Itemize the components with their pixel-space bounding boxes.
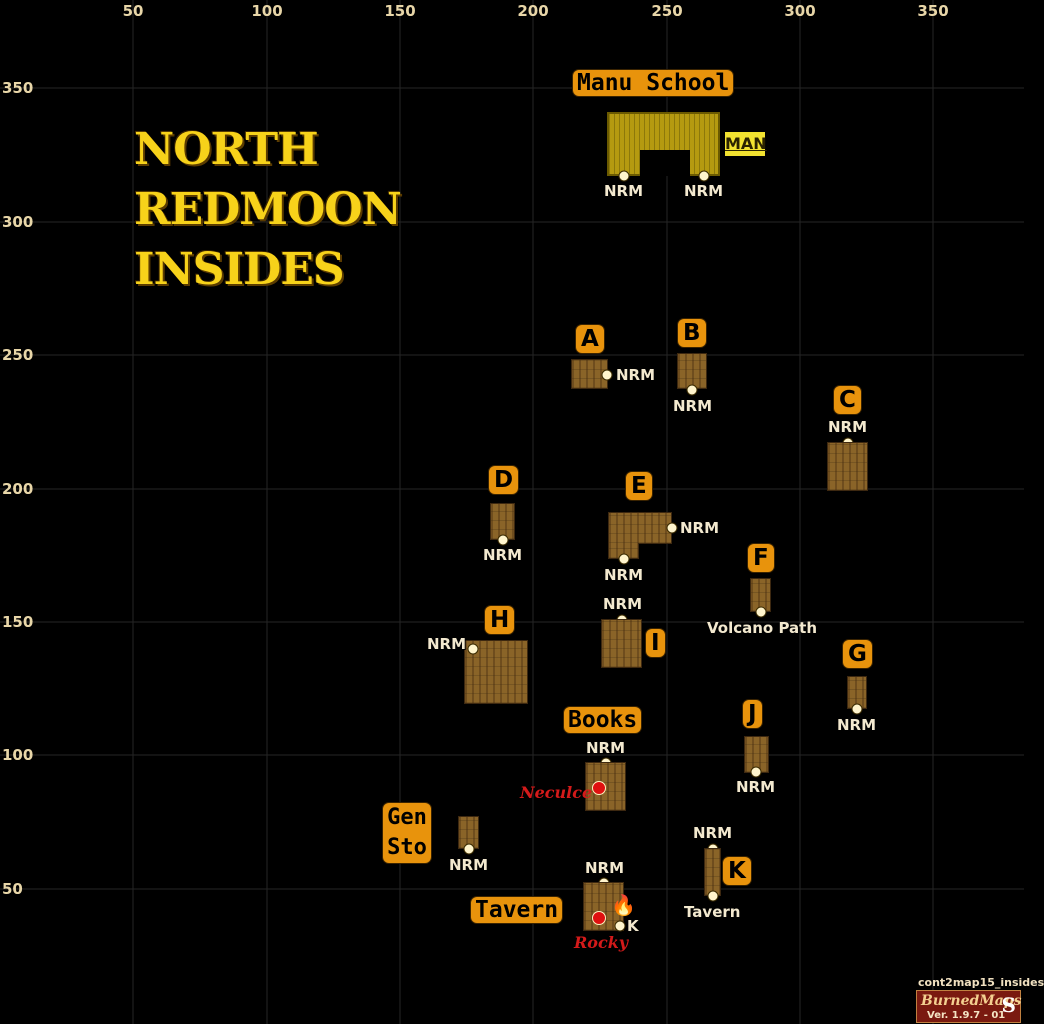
building-a-badge[interactable]: A [576, 325, 604, 354]
y-tick-label: 250 [2, 346, 34, 364]
x-tick-label: 50 [122, 2, 144, 20]
exit-label: Volcano Path [707, 619, 818, 637]
x-tick-label: 150 [384, 2, 416, 20]
map-title: NORTH REDMOON INSIDES [134, 120, 402, 300]
exit-marker[interactable] [707, 890, 719, 902]
exit-label: Tavern [684, 903, 741, 921]
exit-label: NRM [680, 519, 720, 537]
exit-marker[interactable] [618, 170, 630, 182]
exit-label: K [627, 917, 639, 935]
building-h-badge[interactable]: H [485, 606, 515, 635]
general-store-building[interactable] [458, 816, 479, 849]
building-e[interactable] [608, 512, 672, 544]
map-title-line: INSIDES [134, 244, 345, 295]
exit-marker[interactable] [618, 553, 630, 565]
exit-marker[interactable] [601, 369, 613, 381]
general-store-badge[interactable]: Gen Sto [383, 803, 431, 863]
building-e-wing [608, 543, 639, 559]
building-f[interactable] [750, 578, 771, 612]
exit-label: NRM [427, 635, 467, 653]
exit-label: NRM [828, 418, 868, 436]
brand-name: BurnedMaps [921, 993, 1022, 1009]
building-i-badge[interactable]: I [646, 629, 665, 658]
building-a[interactable] [571, 359, 608, 389]
npc-label: Neculce [520, 783, 593, 802]
exit-marker[interactable] [614, 920, 626, 932]
general-store-badge-line: Gen [387, 805, 427, 830]
building-k-badge[interactable]: K [723, 857, 751, 886]
y-tick-label: 100 [2, 746, 34, 764]
general-store-badge-line: Sto [387, 835, 427, 860]
version-label: Ver. 1.9.7 - 01 [927, 1010, 1006, 1021]
building-c-badge[interactable]: C [834, 386, 861, 415]
exit-marker[interactable] [750, 766, 762, 778]
building-c[interactable] [827, 442, 868, 491]
books-badge[interactable]: Books [564, 707, 642, 734]
exit-label: NRM [684, 182, 724, 200]
manu-school-badge[interactable]: Manu School [573, 70, 734, 97]
building-f-badge[interactable]: F [748, 544, 774, 573]
exit-marker[interactable] [463, 843, 475, 855]
exit-label: NRM [693, 824, 733, 842]
exit-label: NRM [673, 397, 713, 415]
map-id-label: cont2map15_insides [918, 976, 1044, 989]
exit-label: NRM [483, 546, 523, 564]
exit-label: NRM [837, 716, 877, 734]
y-tick-label: 300 [2, 213, 34, 231]
exit-marker[interactable] [698, 170, 710, 182]
building-b[interactable] [677, 353, 707, 389]
building-d[interactable] [490, 503, 515, 540]
npc-label: Rocky [574, 933, 629, 952]
y-tick-label: 50 [2, 880, 23, 898]
y-tick-label: 150 [2, 613, 34, 631]
exit-marker[interactable] [755, 606, 767, 618]
exit-label: NRM [604, 566, 644, 584]
exit-marker[interactable] [851, 703, 863, 715]
exit-label: NRM [449, 856, 489, 874]
tavern-building[interactable] [583, 882, 624, 931]
exit-label: NRM [585, 859, 625, 877]
brand-logo: BurnedMaps S Ver. 1.9.7 - 01 [916, 990, 1022, 1023]
tavern-badge[interactable]: Tavern [471, 897, 563, 924]
exit-label: NRM [586, 739, 626, 757]
x-tick-label: 200 [517, 2, 549, 20]
exit-marker[interactable] [686, 384, 698, 396]
map-title-line: REDMOON [134, 184, 402, 235]
man-tag[interactable]: MAN [725, 132, 767, 156]
building-j[interactable] [744, 736, 769, 773]
x-tick-label: 350 [917, 2, 949, 20]
building-b-badge[interactable]: B [678, 319, 706, 348]
x-tick-label: 100 [251, 2, 283, 20]
building-g[interactable] [847, 676, 867, 709]
school-courtyard [640, 150, 690, 176]
building-k[interactable] [704, 848, 721, 896]
building-d-badge[interactable]: D [489, 466, 519, 495]
building-e-badge[interactable]: E [626, 472, 652, 501]
exit-label: NRM [736, 778, 776, 796]
exit-label: NRM [604, 182, 644, 200]
exit-label: NRM [616, 366, 656, 384]
y-tick-label: 350 [2, 79, 34, 97]
building-g-badge[interactable]: G [843, 640, 872, 669]
x-tick-label: 300 [784, 2, 816, 20]
exit-marker[interactable] [467, 643, 479, 655]
x-tick-label: 250 [651, 2, 683, 20]
building-i[interactable] [601, 619, 642, 668]
brand-mark: S [1001, 993, 1016, 1017]
npc-marker[interactable] [592, 781, 606, 795]
building-j-badge[interactable]: J [743, 700, 762, 729]
fire-icon: 🔥 [611, 893, 636, 917]
y-tick-label: 200 [2, 480, 34, 498]
exit-marker[interactable] [497, 534, 509, 546]
exit-label: NRM [603, 595, 643, 613]
npc-marker[interactable] [592, 911, 606, 925]
map-title-line: NORTH [134, 124, 319, 175]
exit-marker[interactable] [666, 522, 678, 534]
